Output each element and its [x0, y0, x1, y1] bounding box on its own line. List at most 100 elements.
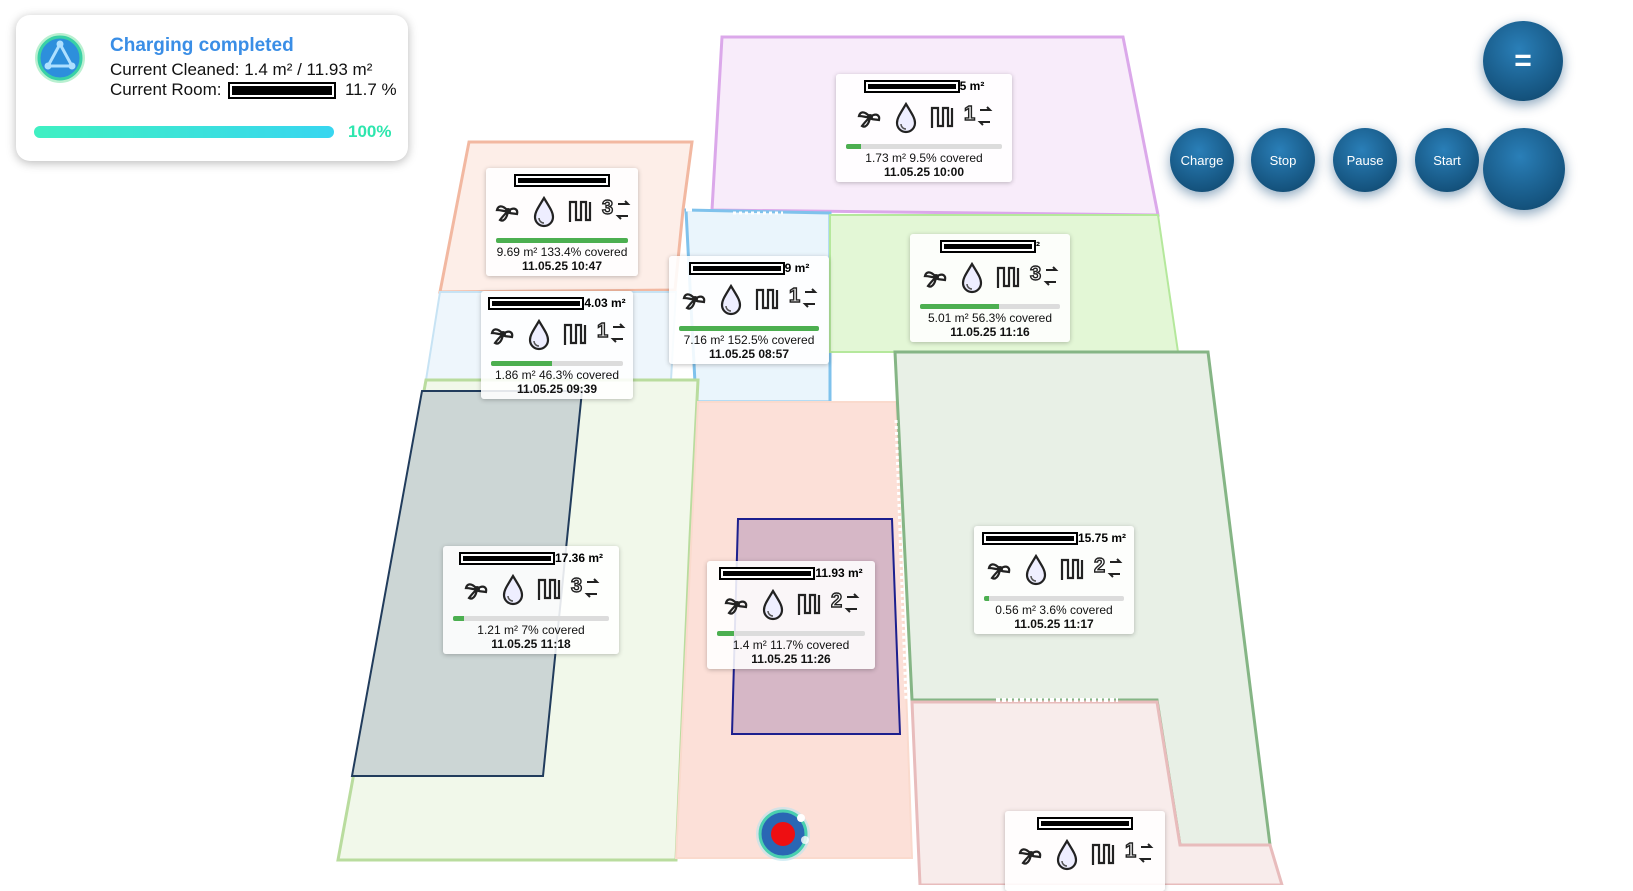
room-area-size: 4.03 m²	[584, 296, 626, 310]
svg-text:1: 1	[1125, 840, 1136, 862]
room-area-size: ²	[1036, 239, 1040, 253]
fan-icon	[1018, 848, 1042, 865]
redacted-room-name	[719, 567, 816, 581]
robot-status-icon	[35, 33, 85, 83]
water-drop-icon	[1025, 553, 1047, 586]
room-coverage-text: 5.01 m² 56.3% covered	[927, 311, 1053, 325]
room-last-cleaned: 11.05.25 10:47	[521, 259, 603, 273]
room-settings-icons: 1	[669, 282, 829, 318]
svg-text:1: 1	[597, 320, 608, 342]
repeat-count-icon: 3	[570, 574, 600, 598]
extra-control-button[interactable]	[1483, 128, 1565, 210]
room-card-title: 4.03 m²	[481, 296, 633, 311]
repeat-count-icon: 2	[830, 589, 860, 613]
room-value: 11.7 %	[344, 80, 397, 99]
room-settings-icons: 1	[1005, 837, 1165, 873]
room-coverage-fill	[846, 144, 861, 149]
room-coverage-fill	[679, 326, 819, 331]
redacted-room-name	[514, 174, 610, 188]
mop-route-icon	[563, 323, 587, 345]
svg-text:3: 3	[1030, 263, 1041, 285]
room-coverage-text: 1.21 m² 7% covered	[477, 623, 585, 637]
room-coverage-fill	[984, 596, 990, 601]
water-drop-icon	[720, 283, 742, 316]
room-card-bottom[interactable]: 1	[1005, 811, 1165, 891]
water-drop-icon	[528, 318, 550, 351]
fan-icon	[987, 563, 1011, 580]
room-last-cleaned: 11.05.25 11:17	[1014, 617, 1094, 631]
stop-button[interactable]: Stop	[1251, 128, 1315, 192]
repeat-count-icon: 2	[1093, 554, 1123, 578]
room-last-cleaned: 11.05.25 08:57	[708, 347, 790, 361]
svg-text:1: 1	[964, 103, 975, 125]
cleaned-line: Current Cleaned: 1.4 m² / 11.93 m²	[110, 60, 372, 80]
svg-text:2: 2	[1094, 555, 1105, 577]
start-button[interactable]: Start	[1415, 128, 1479, 192]
redacted-room-name	[488, 297, 585, 311]
fan-icon	[724, 598, 748, 615]
mop-route-icon	[755, 288, 779, 310]
repeat-count-icon: 1	[596, 319, 626, 343]
redacted-room-name	[863, 80, 960, 94]
progress-percent: 100%	[348, 122, 392, 141]
fan-icon	[495, 205, 519, 222]
status-title: Charging completed	[110, 35, 294, 56]
fan-icon	[490, 328, 514, 345]
water-drop-icon	[762, 588, 784, 621]
fan-icon	[857, 111, 881, 128]
cleaned-value: 1.4 m² / 11.93 m²	[244, 60, 373, 79]
room-settings-icons: 1	[481, 317, 633, 353]
mop-route-icon	[1091, 843, 1115, 865]
mop-route-icon	[568, 200, 592, 222]
fan-icon	[682, 293, 706, 310]
room-last-cleaned: 11.05.25 10:00	[883, 165, 965, 179]
room-settings-icons: 3	[486, 194, 638, 230]
room-card-title	[486, 173, 638, 188]
redacted-room-name	[458, 552, 555, 566]
room-coverage-bar	[679, 326, 819, 331]
room-area-size: 9 m²	[784, 261, 810, 275]
charge-button[interactable]: Charge	[1170, 128, 1234, 192]
room-coverage-bar	[846, 144, 1002, 149]
room-coverage-bar	[453, 616, 609, 621]
room-area-bottom[interactable]	[910, 700, 1284, 885]
water-drop-icon	[533, 195, 555, 228]
room-coverage-bar	[717, 631, 865, 636]
redacted-room-name	[940, 240, 1036, 254]
robot-marker[interactable]	[756, 807, 810, 861]
room-coverage-fill	[496, 238, 628, 243]
pause-button[interactable]: Pause	[1333, 128, 1397, 192]
room-area-size: 5 m²	[959, 79, 985, 93]
room-last-cleaned: 11.05.25 11:16	[950, 325, 1030, 339]
repeat-count-icon: 1	[1124, 839, 1154, 863]
redacted-room-name	[228, 82, 337, 100]
room-card-title: ²	[910, 239, 1070, 254]
room-coverage-bar	[491, 361, 623, 366]
room-coverage-fill	[453, 616, 464, 621]
room-coverage-fill	[491, 361, 553, 366]
room-settings-icons: 1	[836, 100, 1012, 136]
svg-text:1: 1	[789, 285, 800, 307]
redacted-room-name	[688, 262, 785, 276]
redacted-room-name	[1037, 817, 1133, 831]
room-area-size: 11.93 m²	[815, 566, 863, 580]
mop-route-icon	[537, 578, 561, 600]
status-card: Charging completed Current Cleaned: 1.4 …	[16, 15, 408, 161]
room-coverage-text: 0.56 m² 3.6% covered	[995, 603, 1113, 617]
repeat-count-icon: 1	[788, 284, 818, 308]
room-coverage-text: 1.73 m² 9.5% covered	[865, 151, 983, 165]
water-drop-icon	[502, 573, 524, 606]
redacted-room-name	[981, 532, 1078, 546]
room-last-cleaned: 11.05.25 11:18	[491, 637, 571, 651]
room-coverage-text: 1.4 m² 11.7% covered	[732, 638, 850, 652]
room-coverage-bar	[496, 238, 628, 243]
menu-button[interactable]: =	[1483, 21, 1563, 101]
